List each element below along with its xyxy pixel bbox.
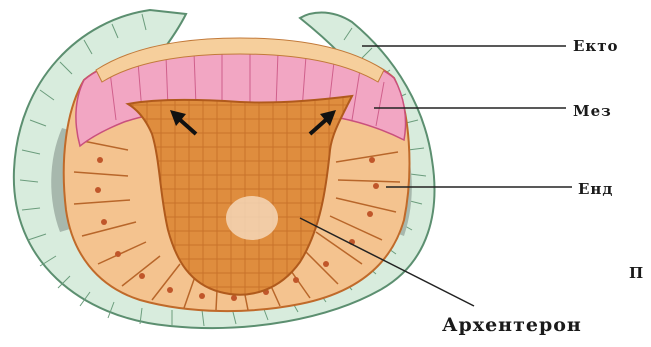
label-ectoderm: Екто [573, 37, 619, 55]
label-archenteron: Архентерон [442, 314, 582, 336]
label-mesoderm: Мез [573, 102, 612, 120]
label-blastopore: П [629, 264, 644, 282]
label-endoderm: Енд [578, 180, 613, 198]
archenteron-highlight [226, 196, 278, 240]
